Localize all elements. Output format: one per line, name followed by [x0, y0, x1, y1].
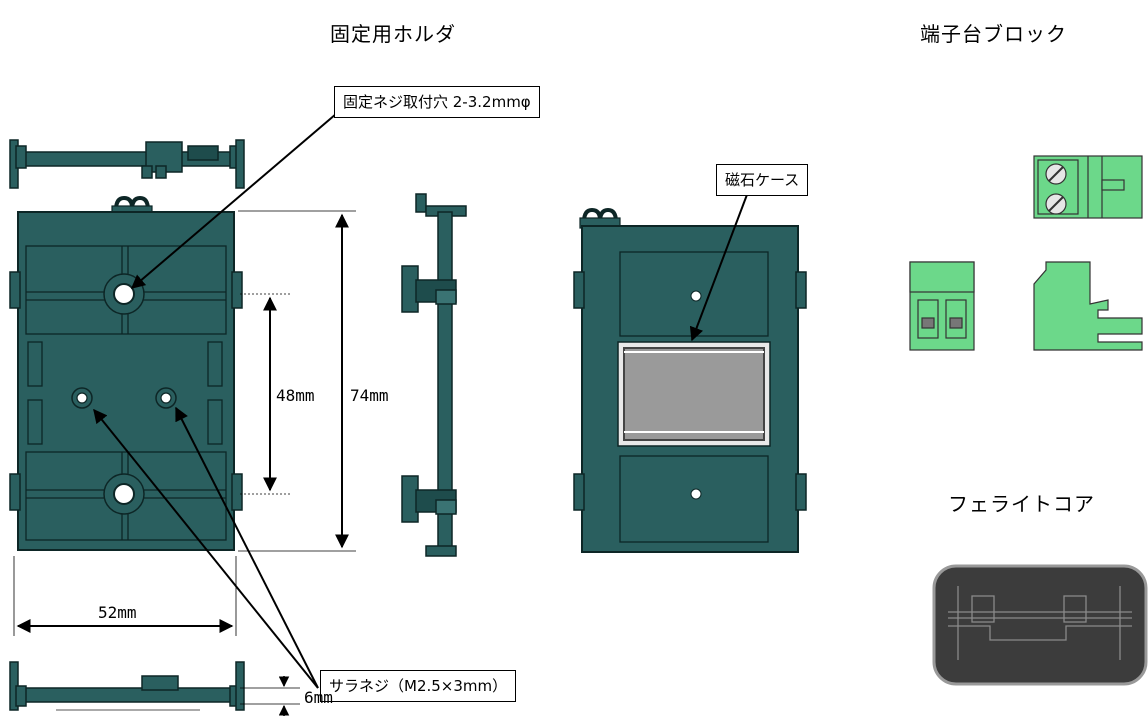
holder-top-view	[9, 139, 245, 189]
height-label: 74mm	[350, 386, 389, 405]
width-label: 52mm	[98, 603, 137, 622]
holder-title: 固定用ホルダ	[330, 22, 456, 46]
holder-side-view	[401, 193, 467, 557]
holder-bottom-view	[9, 661, 245, 711]
fixing-screw-holes-callout: 固定ネジ取付穴 2-3.2mmφ	[334, 86, 540, 118]
terminal-block-title: 端子台ブロック	[920, 22, 1067, 46]
terminal-block-front-view	[909, 261, 975, 351]
thickness-label: 6mm	[304, 688, 333, 707]
terminal-block-side-view	[1033, 261, 1143, 351]
pan-screw-callout: サラネジ（M2.5×3mm）	[320, 670, 517, 702]
magnet-case-callout: 磁石ケース	[716, 164, 809, 196]
leader-lines	[93, 113, 749, 689]
ferrite-core-title: フェライトコア	[948, 492, 1095, 516]
terminal-block-top-view	[1033, 155, 1143, 219]
holder-front-view	[9, 195, 243, 551]
hole-pitch-label: 48mm	[276, 386, 315, 405]
holder-with-magnet-case	[573, 207, 807, 553]
ferrite-core-view	[932, 564, 1148, 686]
dimension-lines	[13, 210, 356, 716]
